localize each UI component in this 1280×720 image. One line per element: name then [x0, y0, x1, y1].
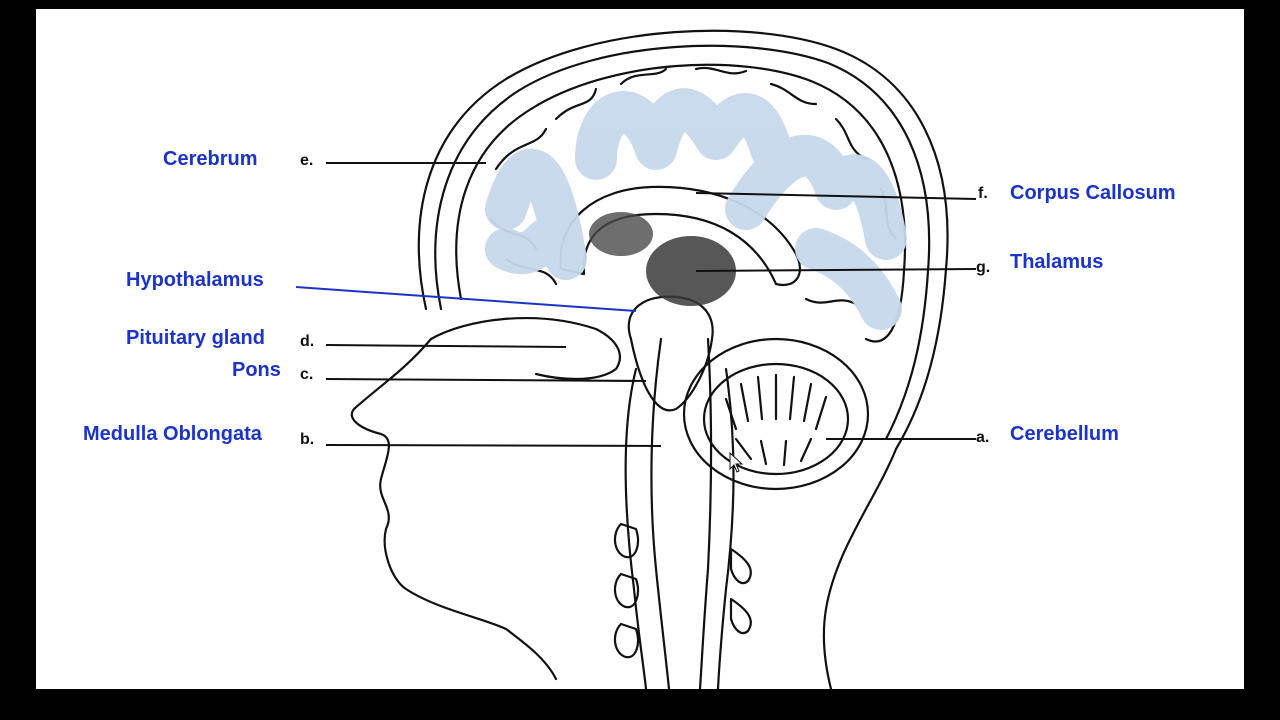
- leader-line-hypothalamus: [295, 286, 637, 312]
- vertebra-3: [613, 622, 640, 659]
- leader-line-b: [325, 444, 662, 447]
- brain-outline: [455, 63, 906, 343]
- fornix-region: [589, 212, 653, 256]
- leader-line-g: [695, 268, 977, 272]
- label-medulla-oblongata: Medulla Oblongata: [83, 423, 262, 445]
- cerebrum-highlight-3: [725, 134, 907, 260]
- cerebrum-highlight-2: [575, 88, 792, 180]
- spinal-cord-right: [698, 337, 713, 689]
- spinal-cord-left: [650, 337, 671, 689]
- nasal-cavity: [429, 317, 622, 381]
- cerebellum-outline: [682, 337, 870, 491]
- vertebra-1: [613, 522, 640, 559]
- marker-letter-e: e.: [300, 152, 314, 169]
- label-cerebrum: Cerebrum: [163, 148, 258, 170]
- brain-sagittal-illustration: [295, 29, 977, 689]
- leader-line-d: [325, 344, 567, 348]
- marker-letter-d: d.: [300, 333, 315, 350]
- label-thalamus: Thalamus: [1010, 251, 1104, 273]
- marker-letter-a: a.: [976, 429, 990, 446]
- marker-letter-g: g.: [976, 259, 991, 276]
- marker-letter-c: c.: [300, 366, 314, 383]
- skull-outer-outline: [417, 29, 949, 451]
- label-hypothalamus: Hypothalamus: [126, 269, 264, 291]
- label-pituitary-gland: Pituitary gland: [126, 327, 265, 349]
- brainstem: [627, 295, 714, 412]
- mouse-cursor-icon: [729, 451, 744, 473]
- label-corpus-callosum: Corpus Callosum: [1010, 182, 1176, 204]
- neck-back: [822, 447, 898, 689]
- thalamus-region: [646, 236, 736, 306]
- cerebrum-highlight-5: [485, 218, 567, 275]
- vertebra-2: [613, 572, 640, 609]
- marker-letter-b: b.: [300, 431, 315, 448]
- skull-inner-outline: [434, 44, 931, 441]
- spinal-canal-outer: [624, 367, 648, 689]
- label-pons: Pons: [232, 359, 281, 381]
- cerebrum-highlight-1: [485, 149, 587, 280]
- marker-letter-f: f.: [978, 185, 988, 202]
- face-profile: [350, 337, 558, 681]
- diagram-canvas: e. f. g. d. c. b. a. Cerebrum Corpus Cal…: [36, 9, 1244, 689]
- cerebrum-highlight-4: [795, 228, 902, 330]
- vertebra-5: [729, 597, 752, 635]
- cerebellum-arbor: [724, 373, 828, 467]
- leader-line-c: [325, 378, 647, 382]
- vertebra-4: [729, 547, 752, 585]
- leader-line-f: [695, 192, 977, 200]
- spinal-canal-outer-2: [716, 367, 735, 689]
- cerebellum-inner: [702, 362, 850, 476]
- label-cerebellum: Cerebellum: [1010, 423, 1119, 445]
